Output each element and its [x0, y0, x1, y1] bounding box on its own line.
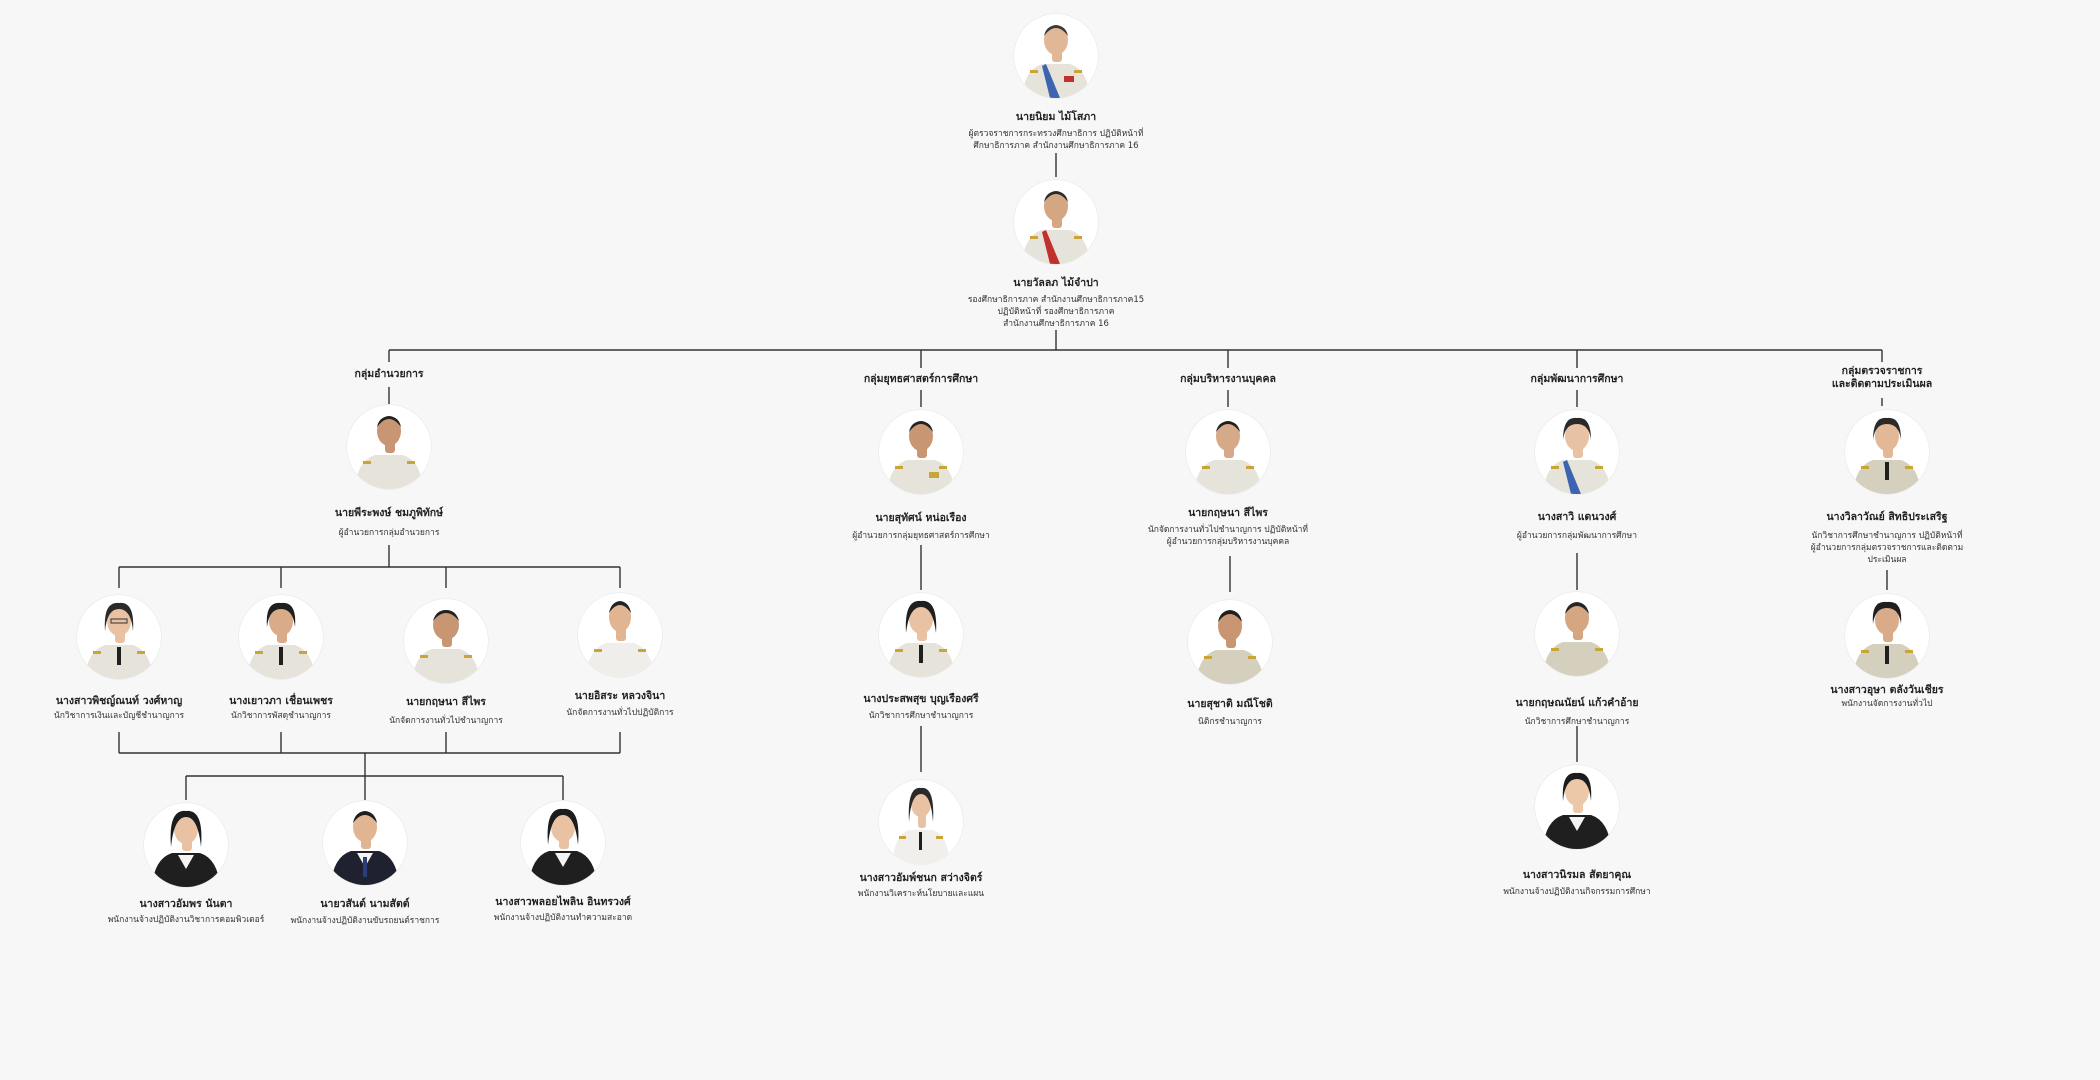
head-title-line1: นักวิชาการศึกษาชำนาญการ ปฏิบัติหน้าที่ [1811, 531, 1963, 541]
staff-node: นางสาวนิรมล สัตยาคุณ พนักงานจ้างปฏิบัติง… [1457, 765, 1697, 898]
staff-title: นักจัดการงานทั่วไปชำนาญการ [389, 716, 503, 726]
head-name: นางสาวิ แดนวงศ์ [1537, 511, 1617, 523]
head-title: ผู้อำนวยการกลุ่มยุทธศาสตร์การศึกษา [852, 531, 990, 541]
head-strategy: นายสุทัศน์ หน่อเรือง ผู้อำนวยการกลุ่มยุท… [801, 410, 1041, 542]
head-inspection: นางวิลาวัณย์ สิทธิประเสริฐ นักวิชาการศึก… [1767, 410, 2007, 566]
employee-name: นายวสันต์ นามสัตต์ [320, 898, 410, 910]
head-title-line3: ประเมินผล [1867, 555, 1907, 565]
director-node: นายนิยม ไม้โสภา ผู้ตรวจราชการกระทรวงศึกษ… [936, 14, 1176, 152]
head-photo [1845, 410, 1929, 494]
staff-name: นางสาวอุษา ตลังวันเชียร [1830, 684, 1944, 696]
director-title-line2: ศึกษาธิการภาค สำนักงานศึกษาธิการภาค 16 [973, 141, 1139, 151]
director-photo [1014, 14, 1098, 98]
staff-name: นายสุชาติ มณีโชติ [1187, 698, 1273, 710]
employee-node: นางสาวอัมพร นันตา พนักงานจ้างปฏิบัติงานว… [66, 803, 306, 926]
staff-title: นักวิชาการเงินและบัญชีชำนาญการ [53, 711, 185, 721]
head-title-line1: นักจัดการงานทั่วไปชำนาญการ ปฏิบัติหน้าที… [1147, 525, 1309, 535]
group-label-strategy: กลุ่มยุทธศาสตร์การศึกษา [863, 373, 979, 385]
staff-photo [1535, 765, 1619, 849]
staff-name: นายอิสระ หลวงจินา [574, 690, 666, 702]
employee-title: พนักงานจ้างปฏิบัติงานทำความสะอาด [493, 913, 633, 923]
employee-title: พนักงานจ้างปฏิบัติงานขับรถยนต์ราชการ [290, 916, 440, 926]
group-label-administration: กลุ่มอำนวยการ [354, 368, 424, 380]
staff-photo [77, 595, 161, 679]
staff-photo [578, 593, 662, 677]
staff-node: นายอิสระ หลวงจินา นักจัดการงานทั่วไปปฏิบ… [500, 593, 740, 719]
staff-name: นางเยาวภา เชื่อนเพชร [229, 695, 333, 707]
staff-photo [879, 593, 963, 677]
employee-photo [323, 801, 407, 885]
head-personnel: นายกฤษนา สีไพร นักจัดการงานทั่วไปชำนาญกา… [1108, 410, 1348, 548]
staff-name: นายกฤษณนัยน์ แก้วคำอ้าย [1515, 697, 1639, 709]
head-photo [1186, 410, 1270, 494]
deputy-node: นายวัลลภ ไม้จำปา รองศึกษาธิการภาค สำนักง… [936, 180, 1176, 330]
staff-photo [404, 599, 488, 683]
staff-node: นายกฤษนา สีไพร นักจัดการงานทั่วไปชำนาญกา… [326, 599, 566, 727]
head-administration: นายพีระพงษ์ ชมภูพิทักษ์ ผู้อำนวยการกลุ่ม… [269, 405, 509, 539]
director-title-line1: ผู้ตรวจราชการกระทรวงศึกษาธิการ ปฏิบัติหน… [968, 129, 1144, 139]
group-label-personnel: กลุ่มบริหารงานบุคคล [1180, 373, 1276, 385]
staff-name: นางสาวพิชญ์ณนท์ วงศ์หาญ [55, 695, 183, 707]
staff-node: นางเยาวภา เชื่อนเพชร นักวิชาการพัสดุชำนา… [161, 595, 401, 722]
head-title-line2: ผู้อำนวยการกลุ่มตรวจราชการและติดตาม [1810, 543, 1964, 553]
deputy-title-line3: สำนักงานศึกษาธิการภาค 16 [1003, 319, 1109, 329]
head-name: นายกฤษนา สีไพร [1188, 507, 1268, 519]
staff-title: พนักงานวิเคราะห์นโยบายและแผน [857, 889, 985, 899]
staff-node: นางสาวอัมพ์ชนก สว่างจิตร์ พนักงานวิเคราะ… [801, 780, 1041, 900]
deputy-title-line2: ปฏิบัติหน้าที่ รองศึกษาธิการภาค [997, 307, 1115, 317]
staff-node: นางสาวพิชญ์ณนท์ วงศ์หาญ นักวิชาการเงินแล… [0, 595, 239, 722]
deputy-photo [1014, 180, 1098, 264]
staff-photo [239, 595, 323, 679]
head-photo [1535, 410, 1619, 494]
staff-node: นางประสพสุข บุญเรืองศรี นักวิชาการศึกษาช… [801, 593, 1041, 722]
employee-node: นายวสันต์ นามสัตต์ พนักงานจ้างปฏิบัติงาน… [245, 801, 485, 927]
head-title-line2: ผู้อำนวยการกลุ่มบริหารงานบุคคล [1166, 537, 1290, 547]
head-name: นางวิลาวัณย์ สิทธิประเสริฐ [1826, 511, 1948, 523]
deputy-name: นายวัลลภ ไม้จำปา [1013, 277, 1099, 289]
head-title: ผู้อำนวยการกลุ่มพัฒนาการศึกษา [1516, 531, 1638, 541]
staff-name: นายกฤษนา สีไพร [406, 696, 486, 708]
staff-name: นางสาวอัมพ์ชนก สว่างจิตร์ [859, 872, 983, 884]
staff-title: นักวิชาการศึกษาชำนาญการ [1524, 717, 1630, 727]
deputy-title-line1: รองศึกษาธิการภาค สำนักงานศึกษาธิการภาค15 [967, 295, 1145, 305]
director-name: นายนิยม ไม้โสภา [1015, 111, 1097, 123]
staff-name: นางสาวนิรมล สัตยาคุณ [1522, 869, 1632, 881]
staff-node: นายกฤษณนัยน์ แก้วคำอ้าย นักวิชาการศึกษาช… [1457, 592, 1697, 728]
staff-photo [1845, 594, 1929, 678]
employee-photo [144, 803, 228, 887]
head-name: นายสุทัศน์ หน่อเรือง [875, 512, 967, 524]
staff-title: พนักงานจัดการงานทั่วไป [1841, 699, 1933, 709]
group-label-inspection-line1: กลุ่มตรวจราชการ [1841, 365, 1923, 377]
staff-name: นางประสพสุข บุญเรืองศรี [863, 693, 979, 705]
employee-photo [521, 801, 605, 885]
head-name: นายพีระพงษ์ ชมภูพิทักษ์ [334, 507, 444, 519]
group-label-inspection-line2: และติดตามประเมินผล [1831, 378, 1933, 390]
head-photo [879, 410, 963, 494]
head-photo [347, 405, 431, 489]
staff-title: นักวิชาการศึกษาชำนาญการ [868, 711, 974, 721]
group-label-development: กลุ่มพัฒนาการศึกษา [1530, 373, 1624, 385]
employee-name: นางสาวพลอยไพลิน อินทรวงศ์ [495, 896, 631, 908]
staff-node: นางสาวอุษา ตลังวันเชียร พนักงานจัดการงาน… [1767, 594, 2007, 710]
head-title: ผู้อำนวยการกลุ่มอำนวยการ [338, 528, 440, 538]
staff-title: พนักงานจ้างปฏิบัติงานกิจกรรมการศึกษา [1503, 887, 1651, 897]
staff-title: นักวิชาการพัสดุชำนาญการ [231, 711, 331, 721]
staff-photo [879, 780, 963, 864]
staff-title: นักจัดการงานทั่วไปปฏิบัติการ [566, 708, 674, 718]
staff-node: นายสุชาติ มณีโชติ นิติกรชำนาญการ [1110, 600, 1350, 728]
staff-photo [1188, 600, 1272, 684]
group-label-inspection: กลุ่มตรวจราชการ และติดตามประเมินผล [1782, 365, 1982, 391]
employee-node: นางสาวพลอยไพลิน อินทรวงศ์ พนักงานจ้างปฏิ… [443, 801, 683, 924]
staff-photo [1535, 592, 1619, 676]
head-development: นางสาวิ แดนวงศ์ ผู้อำนวยการกลุ่มพัฒนาการ… [1457, 410, 1697, 542]
staff-title: นิติกรชำนาญการ [1198, 717, 1262, 727]
employee-name: นางสาวอัมพร นันตา [139, 898, 233, 910]
employee-title: พนักงานจ้างปฏิบัติงานวิชาการคอมพิวเตอร์ [107, 915, 265, 925]
